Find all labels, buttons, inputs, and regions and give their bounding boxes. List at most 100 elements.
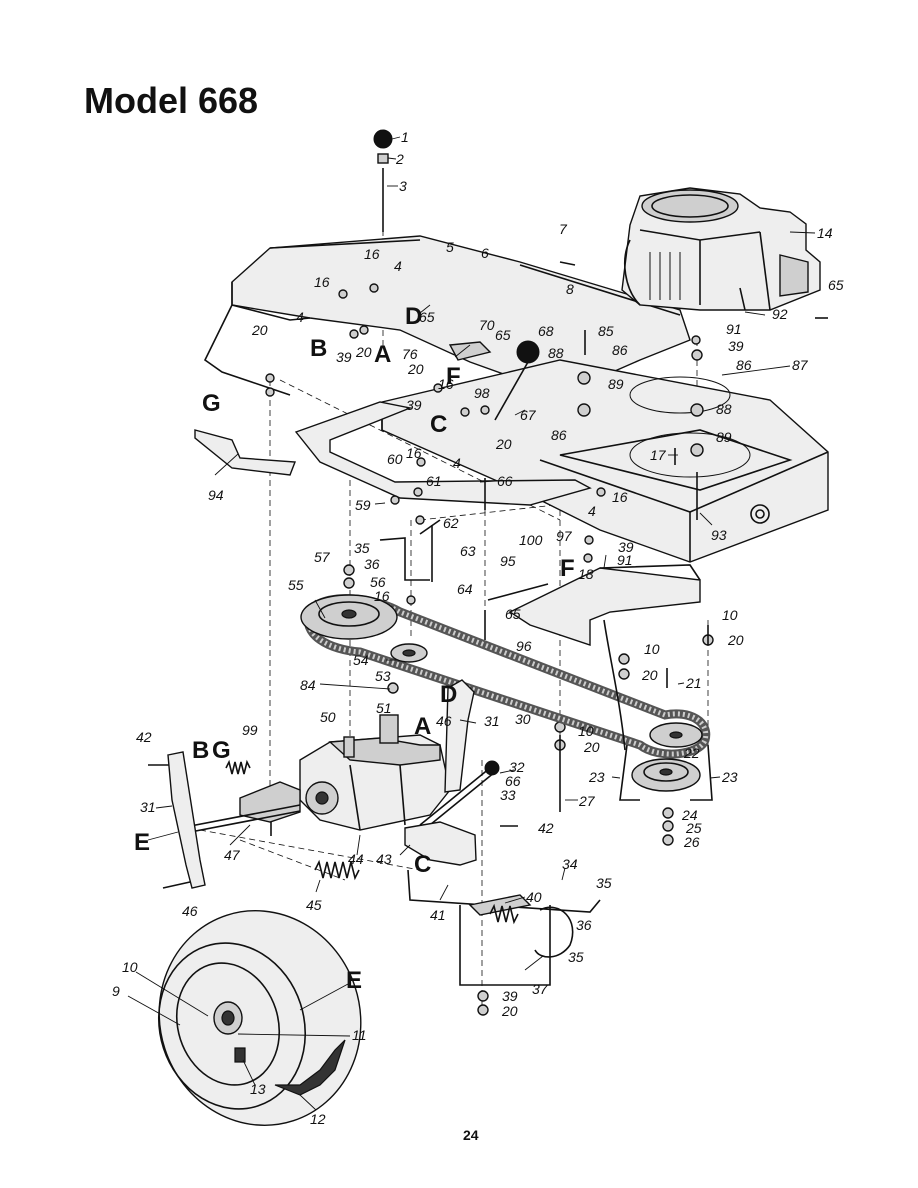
part-label: 93 [711, 527, 727, 543]
deck-icon [194, 235, 829, 563]
part-label: 10 [722, 607, 738, 623]
part-label: 35 [596, 875, 612, 891]
part-label: 91 [726, 321, 742, 337]
part-label: 43 [376, 851, 392, 867]
part-label: 91 [617, 552, 633, 568]
part-label: 4 [453, 455, 461, 471]
part-label: 33 [500, 787, 516, 803]
part-label: 24 [681, 807, 698, 823]
part-label: 20 [251, 322, 268, 338]
part-label: 65 [495, 327, 511, 343]
part-label: 65 [419, 309, 435, 325]
part-label: 39 [728, 338, 744, 354]
part-label: 70 [479, 317, 495, 333]
part-label: 98 [474, 385, 490, 401]
spring-icon [225, 759, 519, 925]
part-label: 36 [364, 556, 380, 572]
part-label: 96 [516, 638, 532, 654]
part-label: 60 [387, 451, 403, 467]
reference-letter: G [202, 390, 221, 417]
reference-letter: A [414, 713, 431, 740]
part-label: 42 [538, 820, 554, 836]
part-label: 39 [618, 539, 634, 555]
part-label: 94 [208, 487, 224, 503]
part-label: 51 [376, 700, 392, 716]
part-label: 32 [509, 759, 525, 775]
part-label: 45 [306, 897, 322, 913]
reference-letter: C [414, 851, 431, 878]
part-label: 16 [612, 489, 628, 505]
page-number: 24 [463, 1127, 479, 1143]
part-label: 40 [526, 889, 542, 905]
reference-letter: E [346, 967, 362, 994]
part-label: 86 [551, 427, 567, 443]
part-label: 23 [588, 769, 605, 785]
part-label: 30 [515, 711, 531, 727]
part-label: 85 [598, 323, 614, 339]
part-label: 11 [352, 1027, 367, 1043]
part-label: 97 [556, 528, 573, 544]
part-label: 64 [457, 581, 473, 597]
part-label: 88 [548, 345, 564, 361]
part-label: 37 [532, 981, 549, 997]
part-label: 4 [296, 309, 304, 325]
part-label: 55 [288, 577, 304, 593]
part-label: 7 [559, 221, 568, 237]
part-label: 2 [395, 151, 404, 167]
transmission-icon [179, 714, 451, 835]
part-label: 5 [446, 239, 454, 255]
reference-letter: B [192, 737, 209, 764]
part-label: 8 [566, 281, 574, 297]
part-label: 13 [250, 1081, 266, 1097]
engine-icon [621, 187, 821, 311]
part-label: 27 [578, 793, 596, 809]
part-label: 66 [505, 773, 521, 789]
part-label: 20 [355, 344, 372, 360]
part-label: 20 [495, 436, 512, 452]
part-label: 59 [355, 497, 371, 513]
part-label: 87 [792, 357, 809, 373]
part-label: 63 [460, 543, 476, 559]
part-label: 10 [644, 641, 660, 657]
leader-lines [127, 136, 816, 1111]
part-label: 34 [562, 856, 578, 872]
part-label: 99 [242, 722, 258, 738]
part-label: 21 [685, 675, 702, 691]
part-label: 86 [612, 342, 628, 358]
reference-letter: C [430, 411, 447, 438]
part-label: 88 [716, 401, 732, 417]
part-label: 16 [438, 376, 454, 392]
reference-letters: D A B G F C F D A B G E C E [134, 303, 575, 994]
reference-letter: B [310, 335, 327, 362]
wheel-icon [157, 910, 362, 1126]
part-label: 62 [443, 515, 459, 531]
reference-letter: F [560, 555, 575, 582]
part-label: 20 [583, 739, 600, 755]
part-label: 12 [310, 1111, 326, 1127]
part-label: 10 [122, 959, 138, 975]
reference-letter: D [440, 681, 457, 708]
part-label: 89 [716, 429, 732, 445]
part-label: 4 [588, 503, 596, 519]
part-label: 26 [683, 834, 700, 850]
part-label: 68 [538, 323, 554, 339]
part-label: 23 [721, 769, 738, 785]
part-label: 65 [505, 606, 521, 622]
part-label: 31 [140, 799, 156, 815]
part-label: 44 [348, 851, 364, 867]
pulley-icon [300, 594, 703, 792]
reference-letter: D [405, 303, 422, 330]
part-label: 16 [314, 274, 330, 290]
part-label: 84 [300, 677, 316, 693]
part-label: 39 [406, 397, 422, 413]
part-label: 50 [320, 709, 336, 725]
axle-bracket [167, 679, 475, 889]
part-label: 14 [817, 225, 833, 241]
part-label: 95 [500, 553, 516, 569]
part-label: 4 [394, 258, 402, 274]
part-label: 76 [402, 346, 418, 362]
part-label: 100 [519, 532, 543, 548]
part-label: 92 [772, 306, 788, 322]
part-label: 46 [436, 713, 452, 729]
